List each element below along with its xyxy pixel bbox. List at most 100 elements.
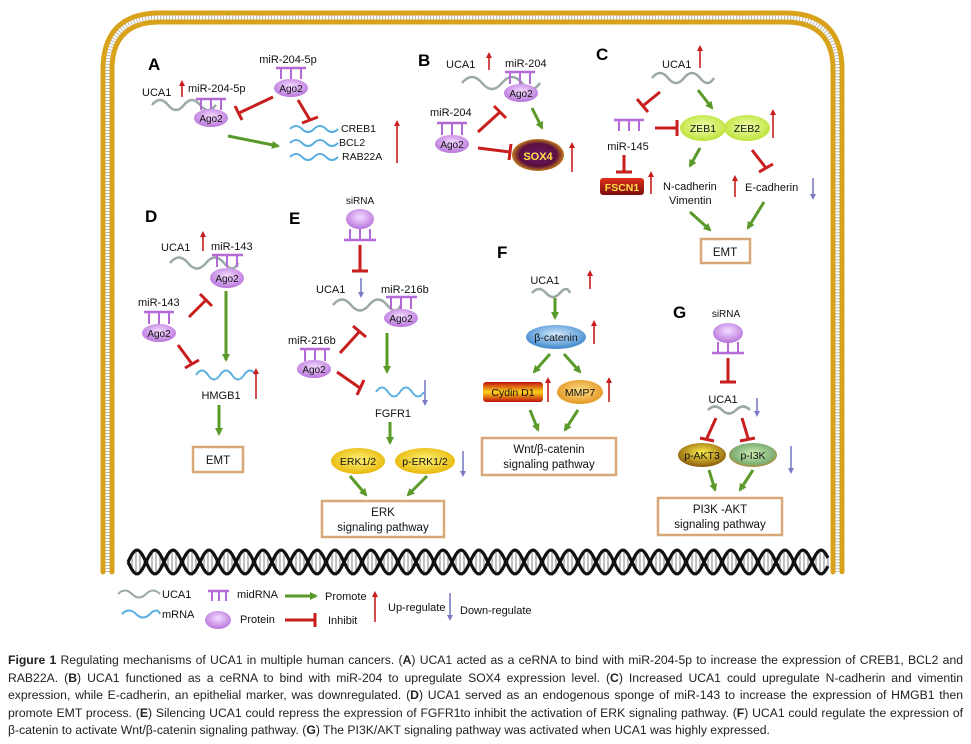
svg-text:β-catenin: β-catenin xyxy=(534,332,578,344)
ago2-protein-icon xyxy=(194,109,228,127)
legend-uca1-label: UCA1 xyxy=(162,589,191,601)
n-cadherin-label: N-cadherin xyxy=(663,181,717,193)
zeb2-protein xyxy=(724,115,770,141)
p-erk12-protein xyxy=(395,448,455,474)
uca1-label: UCA1 xyxy=(142,87,171,99)
mirna-icon xyxy=(196,97,226,110)
mirna-icon xyxy=(276,66,306,79)
uca1-lncrna-icon xyxy=(151,98,217,112)
uca1-lncrna-icon xyxy=(169,256,240,270)
e-cadherin-label: E-cadherin xyxy=(745,182,798,194)
promote-arrow xyxy=(562,353,582,374)
mirna-icon xyxy=(614,118,644,131)
legend-up-label: Up-regulate xyxy=(388,602,445,614)
mirna-icon xyxy=(144,310,174,324)
mirna-icon xyxy=(386,295,417,309)
panel-g: G siRNA UCA1 p-AKT3 p-I3K PI3K -AKT sign… xyxy=(656,303,794,537)
legend-protein-icon xyxy=(205,611,231,629)
panel-e-label: E xyxy=(289,209,300,228)
mirna-icon xyxy=(437,121,467,135)
caption-text: Increased UCA1 could upregulate N-cadher… xyxy=(8,670,963,703)
dna-strand xyxy=(126,548,830,576)
target-label: CREB1 xyxy=(341,123,376,135)
panel-d-label: D xyxy=(145,207,157,226)
dna-helix-icon xyxy=(126,548,830,576)
mirna-label: miR-143 xyxy=(211,241,253,253)
promote-arrow xyxy=(563,409,580,432)
panel-f-label: F xyxy=(497,243,507,262)
svg-text:signaling pathway: signaling pathway xyxy=(674,519,766,531)
caption-panel-tag: G xyxy=(306,723,316,737)
svg-text:ERK1/2: ERK1/2 xyxy=(340,456,376,468)
promote-arrow xyxy=(528,409,540,432)
mirna-label: miR-204 xyxy=(430,107,472,119)
caption-text: Silencing UCA1 could repress the express… xyxy=(152,705,733,720)
cell-membrane xyxy=(100,10,845,575)
panel-b: B UCA1 miR-204 Ago2 miR-204 Ago2 SOX4 xyxy=(418,51,575,172)
inhibit-arrow xyxy=(616,155,632,174)
uca1-label: UCA1 xyxy=(161,242,190,254)
svg-text:signaling pathway: signaling pathway xyxy=(337,522,429,534)
promote-arrow xyxy=(738,469,755,492)
ago2-protein-icon xyxy=(297,360,331,378)
inhibit-arrow xyxy=(739,417,756,443)
promote-arrow xyxy=(406,474,429,497)
uca1-label: UCA1 xyxy=(316,284,345,296)
ago2-protein-icon xyxy=(210,268,244,288)
inhibit-arrow xyxy=(338,324,367,355)
uca1-lncrna-icon xyxy=(707,405,751,415)
uca1-label: UCA1 xyxy=(708,394,737,406)
svg-text:EMT: EMT xyxy=(206,455,230,467)
svg-text:Cydin D1: Cydin D1 xyxy=(491,387,534,399)
figure-caption: Figure 1 Regulating mechanisms of UCA1 i… xyxy=(8,653,964,737)
beta-catenin-protein xyxy=(526,325,586,349)
mirna-label: miR-216b xyxy=(288,335,336,347)
caption-panel-tag: F xyxy=(736,705,745,720)
svg-text:Ago2: Ago2 xyxy=(509,89,533,100)
svg-text:SOX4: SOX4 xyxy=(523,151,553,163)
caption-text: UCA1 functioned as a ceRNA to bind with … xyxy=(81,670,606,685)
figure-label: Figure 1 xyxy=(8,653,57,667)
p-pi3k-protein xyxy=(729,443,777,467)
mirna-label: miR-204-5p xyxy=(259,54,316,66)
pi3k-akt-pathway-box xyxy=(656,496,784,537)
svg-text:FSCN1: FSCN1 xyxy=(605,182,640,194)
legend-promote-label: Promote xyxy=(325,591,367,603)
promote-arrow xyxy=(696,89,714,110)
inhibit-arrow xyxy=(176,344,200,370)
inhibit-arrow xyxy=(476,104,508,134)
svg-text:Ago2: Ago2 xyxy=(440,140,464,151)
svg-text:Ago2: Ago2 xyxy=(147,329,171,340)
svg-text:p-I3K: p-I3K xyxy=(740,450,765,462)
inhibit-arrow xyxy=(477,143,513,161)
mirna-label: miR-143 xyxy=(138,297,180,309)
legend-mirna-icon xyxy=(208,589,229,601)
mirna-label: miR-145 xyxy=(607,141,649,153)
panel-c-label: C xyxy=(596,45,608,64)
target-label: RAB22A xyxy=(342,151,382,163)
mirna-icon xyxy=(505,70,535,84)
inhibit-arrow xyxy=(750,149,774,174)
inhibit-arrow xyxy=(336,370,366,396)
mrna-icon xyxy=(289,125,339,161)
mirna-icon xyxy=(712,342,744,355)
erk12-protein xyxy=(331,448,385,474)
caption-text: UCA1 acted as a ceRNA to bind with miR-2… xyxy=(8,653,964,685)
panel-e: E siRNA UCA1 miR-216b Ago2 miR-216b Ago2… xyxy=(288,196,466,539)
legend-down-label: Down-regulate xyxy=(460,605,532,617)
svg-text:Ago2: Ago2 xyxy=(279,84,303,95)
legend-inhibit-label: Inhibit xyxy=(328,615,357,627)
panel-c: C UCA1 miR-145 ZEB1 ZEB2 FSCN1 N-cadheri… xyxy=(596,45,816,265)
inhibit-arrow xyxy=(233,95,274,121)
erk-pathway-box xyxy=(320,499,446,539)
svg-text:Ago2: Ago2 xyxy=(215,274,239,285)
emt-box xyxy=(699,237,752,265)
inhibit-arrow xyxy=(187,292,214,319)
legend-midrna-label: midRNA xyxy=(237,589,279,601)
legend-mrna-icon xyxy=(121,609,161,619)
caption-panel-tag: B xyxy=(68,670,78,685)
promote-arrow xyxy=(707,469,718,492)
panel-b-label: B xyxy=(418,51,430,70)
promote-arrow xyxy=(227,134,280,149)
promote-arrow xyxy=(530,107,544,130)
